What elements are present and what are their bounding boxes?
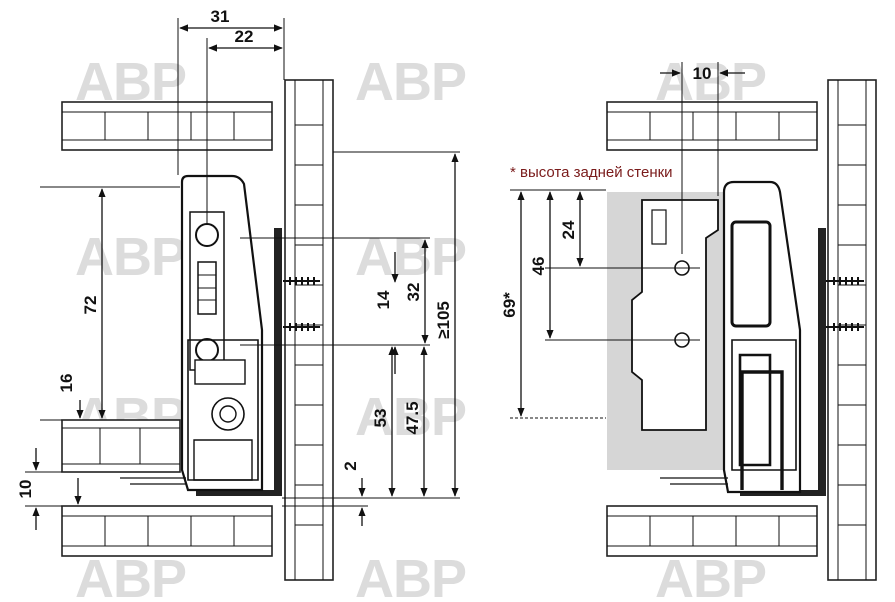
top-shelf-panel — [606, 101, 818, 151]
right-view: 10 24 46 69* * высота задней стенки — [500, 62, 877, 581]
dim-32-label: 32 — [404, 283, 423, 302]
screw-icon — [283, 277, 320, 285]
watermark-logo: ABP — [655, 549, 766, 597]
dim-46-label: 46 — [529, 257, 548, 276]
dim-53-label: 53 — [371, 409, 390, 428]
watermark-logo: ABP — [355, 387, 466, 447]
dim-24-label: 24 — [559, 220, 578, 239]
dim-72-label: 72 — [81, 296, 100, 315]
drawer-side-profile — [660, 180, 802, 494]
watermark-logo: ABP — [355, 227, 466, 287]
bottom-shelf-panel — [61, 505, 273, 557]
dim-31-label: 31 — [211, 7, 230, 26]
dim-2-label: 2 — [341, 461, 360, 470]
drawer-bottom-panel — [61, 419, 181, 473]
watermark-logo: ABP — [355, 52, 466, 112]
dim-69-label: 69* — [500, 292, 519, 318]
rear-wall-height-note: * высота задней стенки — [510, 164, 673, 181]
watermark-logo: ABP — [75, 227, 186, 287]
left-view: 31 22 72 16 10 14 32 ≥105 53 47.5 2 — [16, 7, 460, 581]
mounting-rail — [196, 228, 282, 496]
screw-icon — [826, 323, 864, 331]
dim-47-5-label: 47.5 — [403, 401, 422, 434]
screw-icon — [826, 277, 864, 285]
dim-14-label: 14 — [374, 290, 393, 309]
bottom-shelf-panel — [606, 505, 818, 557]
watermark-logo: ABP — [355, 549, 466, 597]
dim-16-label: 16 — [57, 374, 76, 393]
dimension-lines — [510, 62, 745, 419]
rear-bracket — [631, 199, 719, 431]
drawer-side-profile — [120, 174, 264, 492]
dimension-lines — [25, 18, 460, 530]
dim-10-label: 10 — [693, 64, 712, 83]
dim-10-label: 10 — [16, 480, 35, 499]
top-shelf-panel — [61, 101, 273, 151]
dim-22-label: 22 — [235, 27, 254, 46]
dim-105-label: ≥105 — [434, 301, 453, 339]
screw-icon — [283, 323, 320, 331]
watermark-logo: ABP — [75, 549, 186, 597]
